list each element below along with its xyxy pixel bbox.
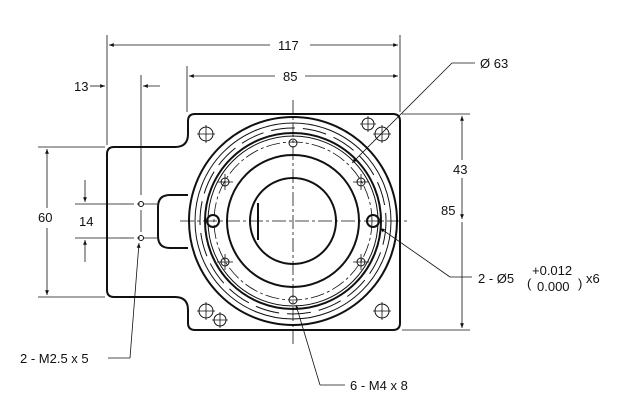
dimensions: 117 85 13 60 14 43 85 Ø 63 bbox=[38, 35, 508, 331]
centerlines bbox=[120, 75, 410, 345]
tolerance-upper: +0.012 bbox=[532, 263, 572, 278]
dim-43: 43 bbox=[453, 162, 467, 177]
dim-85-vertical: 85 bbox=[441, 203, 455, 218]
paren-close: ) bbox=[578, 276, 582, 291]
callouts: 2 - Ø5 ( +0.012 0.000 ) x6 2 - M2.5 x 5 … bbox=[20, 227, 600, 393]
callout-m4: 6 - M4 x 8 bbox=[350, 378, 408, 393]
pin-hole bbox=[206, 214, 220, 228]
dim-13: 13 bbox=[74, 79, 88, 94]
holes bbox=[138, 116, 391, 328]
tolerance-lower: 0.000 bbox=[537, 279, 570, 294]
dim-14: 14 bbox=[79, 214, 93, 229]
pin-hole bbox=[366, 214, 380, 228]
callout-pin-holes-count: x6 bbox=[586, 271, 600, 286]
callout-pin-holes: 2 - Ø5 bbox=[478, 271, 514, 286]
dim-diameter-63: Ø 63 bbox=[480, 56, 508, 71]
paren-open: ( bbox=[527, 276, 532, 291]
part-outline bbox=[106, 113, 401, 331]
dim-117: 117 bbox=[278, 38, 299, 53]
callout-m2-5: 2 - M2.5 x 5 bbox=[20, 351, 89, 366]
dim-85-horizontal: 85 bbox=[283, 69, 297, 84]
dim-60: 60 bbox=[38, 210, 52, 225]
